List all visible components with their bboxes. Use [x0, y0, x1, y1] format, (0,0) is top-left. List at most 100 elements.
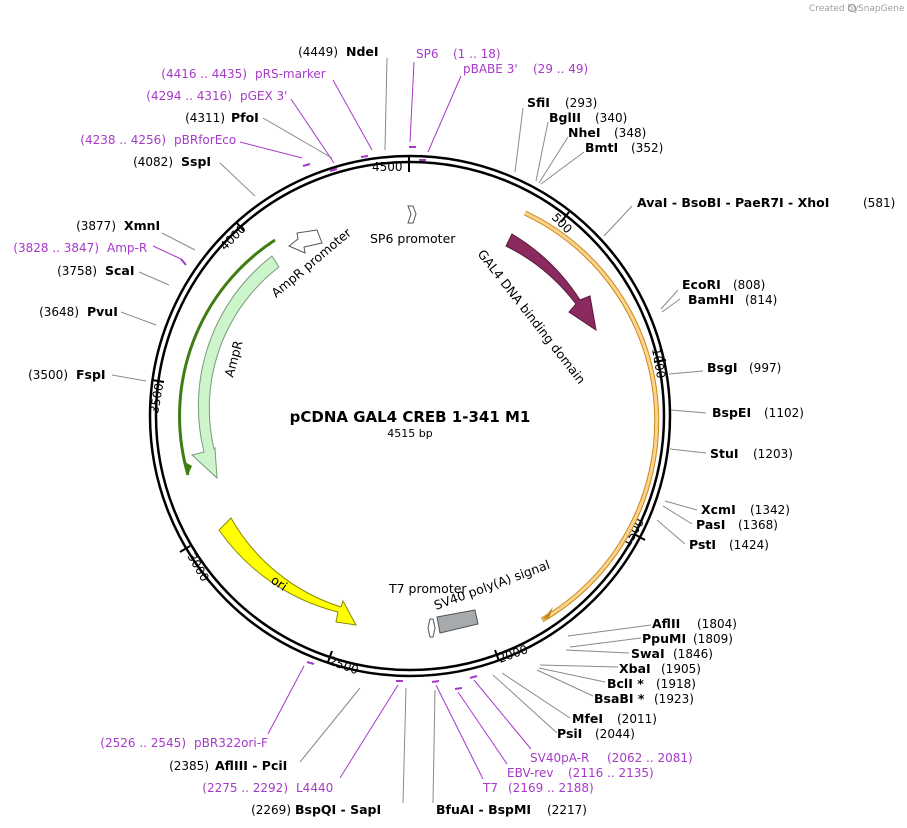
leader-xcmi: [664, 500, 698, 511]
tick-2500: [327, 650, 333, 663]
leader-xhoi: [603, 205, 633, 237]
tick-label-3000: 3000: [184, 551, 211, 584]
tick-label-4000: 4000: [217, 222, 248, 253]
leader-ebv-rev: [457, 691, 508, 765]
leader-sspi: [219, 162, 256, 197]
primer-mark-pgex3: [329, 168, 338, 172]
site-name-bsabi: BsaBI *: [594, 691, 645, 706]
site-pos-scai: (3758): [57, 264, 97, 278]
primer-range-prs-marker: (4416 .. 4435): [161, 67, 247, 81]
leader-bspei: [670, 409, 707, 414]
site-pos-nhei: (348): [614, 126, 646, 140]
leader-ndei: [384, 57, 388, 151]
leader-pgex3: [290, 98, 335, 164]
t7-promoter-label: T7 promoter: [388, 581, 467, 596]
tick-label-4500: 4500: [372, 160, 403, 174]
site-name-scai: ScaI: [105, 263, 135, 278]
primer-leader-lines: [152, 61, 532, 780]
tick-1000: [653, 359, 667, 363]
creb-orf-arc[interactable]: [524, 211, 659, 622]
t7-promoter-arrow[interactable]: [427, 618, 436, 638]
primer-range-l4440: (2275 .. 2292): [202, 781, 288, 795]
leader-sfii: [514, 107, 524, 173]
site-name-pasi: PasI: [696, 517, 725, 532]
site-pos-bmti: (352): [631, 141, 663, 155]
enzyme-labels: (4449) NdeI SfiI (293) BglII (340) NheI …: [28, 44, 895, 817]
primer-range-pgex3: (4294 .. 4316): [146, 89, 232, 103]
sv40-polya-box[interactable]: [436, 609, 479, 634]
leader-sp6: [409, 61, 415, 143]
site-name-bspmi: BfuAI - BspMI: [436, 802, 531, 817]
site-name-bcli: BclI *: [607, 676, 644, 691]
tick-label-3500: 3500: [147, 382, 166, 415]
site-name-xcmi: XcmI: [701, 502, 736, 517]
leader-pasi: [662, 505, 693, 525]
primer-range-pbrforeco: (4238 .. 4256): [80, 133, 166, 147]
site-pos-aflii: (1804): [697, 617, 737, 631]
plasmid-size: 4515 bp: [387, 427, 432, 440]
site-name-sspi: SspI: [181, 154, 211, 169]
leader-pcii: [299, 687, 361, 763]
site-pos-bamhi: (814): [745, 293, 777, 307]
plasmid-name: pCDNA GAL4 CREB 1-341 M1: [290, 408, 531, 426]
snapgene-logo-icon: [847, 3, 857, 13]
site-name-swai: SwaI: [631, 646, 665, 661]
site-pos-swai: (1846): [673, 647, 713, 661]
ampr-strand-arrowhead: [185, 462, 192, 475]
site-name-xbai: XbaI: [619, 661, 651, 676]
primer-range-amp-r: (3828 .. 3847): [13, 241, 99, 255]
primer-name-pgex3: pGEX 3': [240, 89, 287, 103]
leader-pbrforeco: [239, 141, 303, 159]
site-pos-pfoi: (4311): [185, 111, 225, 125]
site-pos-bsabi: (1923): [654, 692, 694, 706]
site-pos-bglii: (340): [595, 111, 627, 125]
tick-3500: [151, 379, 165, 383]
site-name-aflii: AflII: [652, 616, 680, 631]
leader-sapi: [402, 687, 407, 804]
sp6-promoter-label: SP6 promoter: [370, 231, 456, 246]
site-pos-bcli: (1918): [656, 677, 696, 691]
site-pos-xmni: (3877): [76, 219, 116, 233]
site-name-bglii: BglII: [549, 110, 581, 125]
leader-ecori: [660, 289, 679, 310]
site-name-ecori: EcoRI: [682, 277, 721, 292]
leader-scai: [138, 271, 170, 286]
primer-range-ebv-rev: (2116 .. 2135): [568, 766, 654, 780]
created-by-text: Created by: [809, 4, 859, 14]
ampr-label: AmpR: [221, 339, 245, 379]
primer-mark-ebv-rev: [454, 687, 463, 690]
ampr-arrow[interactable]: [190, 255, 280, 480]
ori-arrow[interactable]: [218, 517, 357, 626]
primer-range-pbr322ori-f: (2526 .. 2545): [100, 736, 186, 750]
leader-xmni: [161, 232, 196, 251]
ampr-promoter-arrow[interactable]: [288, 229, 323, 254]
sp6-promoter-arrow[interactable]: [407, 205, 417, 224]
site-pos-bspei: (1102): [764, 406, 804, 420]
site-pos-psti: (1424): [729, 538, 769, 552]
leader-pfoi: [262, 117, 333, 159]
primer-mark-t7: [431, 680, 440, 683]
site-name-mfei: MfeI: [572, 711, 603, 726]
leader-bmti: [540, 151, 585, 185]
leader-prs-marker: [332, 79, 373, 151]
site-name-xhoi: AvaI - BsoBI - PaeR7I - XhoI: [637, 195, 829, 210]
leader-bglii: [535, 121, 549, 182]
snapgene-brand: SnapGene: [858, 4, 905, 14]
site-name-xmni: XmnI: [124, 218, 160, 233]
tick-label-2000: 2000: [496, 642, 529, 666]
primer-range-pbabe3: (29 .. 49): [533, 62, 588, 76]
gal4-dbd-arrow[interactable]: [505, 233, 597, 332]
primer-name-amp-r: Amp-R: [107, 241, 147, 255]
site-name-sapi: BspQI - SapI: [295, 802, 381, 817]
leader-pbr322ori-f: [267, 665, 305, 735]
leader-mfei: [501, 672, 571, 719]
tick-3000: [179, 545, 191, 553]
site-pos-pcii: (2385): [169, 759, 209, 773]
primer-name-ebv-rev: EBV-rev: [507, 766, 553, 780]
primer-mark-amp-r: [180, 258, 187, 266]
tick-500: [560, 211, 570, 223]
primer-range-t7: (2169 .. 2188): [508, 781, 594, 795]
leader-l4440: [339, 684, 399, 779]
tick-1500: [633, 533, 646, 541]
